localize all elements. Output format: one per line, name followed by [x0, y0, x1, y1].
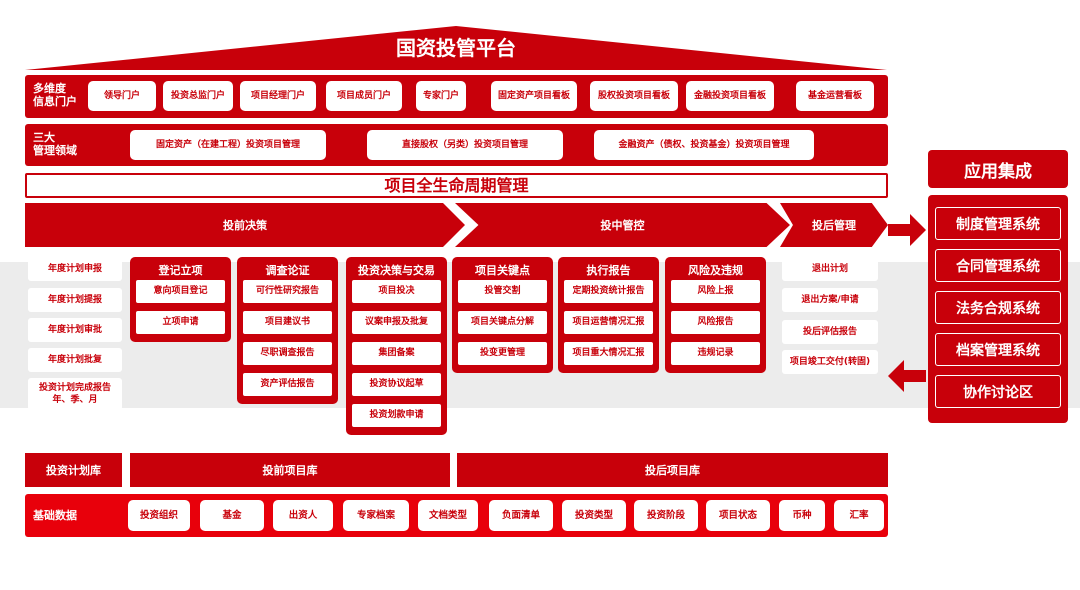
column-1: 登记立项意向项目登记立项申请 — [130, 257, 231, 342]
base-item[interactable]: 投资组织 — [128, 500, 190, 531]
column-item[interactable]: 尽职调查报告 — [243, 342, 332, 365]
app-item[interactable]: 档案管理系统 — [935, 333, 1061, 366]
column-item[interactable]: 议案申报及批复 — [352, 311, 441, 334]
portal-item[interactable]: 基金运营看板 — [796, 81, 874, 111]
base-item[interactable]: 负面清单 — [489, 500, 553, 531]
domains-label: 三大 管理领域 — [33, 131, 77, 157]
portal-item[interactable]: 领导门户 — [88, 81, 156, 111]
base-item[interactable]: 汇率 — [834, 500, 884, 531]
app-item[interactable]: 合同管理系统 — [935, 249, 1061, 282]
app-item[interactable]: 制度管理系统 — [935, 207, 1061, 240]
column-3: 投资决策与交易项目投决议案申报及批复集团备案投资协议起草投资划款申请 — [346, 257, 447, 435]
phase-pre: 投前决策 — [25, 203, 465, 247]
column-item[interactable]: 风险上报 — [671, 280, 760, 303]
column-item[interactable]: 集团备案 — [352, 342, 441, 365]
plan-item[interactable]: 年度计划申报 — [28, 257, 122, 281]
base-label: 基础数据 — [33, 509, 77, 522]
column-item[interactable]: 违规记录 — [671, 342, 760, 365]
lifecycle-banner: 项目全生命周期管理 — [25, 173, 888, 198]
post-item[interactable]: 项目竣工交付(转固) — [782, 350, 878, 374]
base-item[interactable]: 币种 — [779, 500, 825, 531]
portal-item[interactable]: 固定资产项目看板 — [491, 81, 577, 111]
library-pre: 投前项目库 — [130, 453, 450, 487]
base-item[interactable]: 项目状态 — [706, 500, 770, 531]
apps-title: 应用集成 — [928, 150, 1068, 188]
column-5: 执行报告定期投资统计报告项目运营情况汇报项目重大情况汇报 — [558, 257, 659, 373]
portal-item[interactable]: 金融投资项目看板 — [686, 81, 774, 111]
portal-item[interactable]: 项目经理门户 — [240, 81, 316, 111]
column-4: 项目关键点投管交割项目关键点分解投变更管理 — [452, 257, 553, 373]
column-item[interactable]: 投资协议起草 — [352, 373, 441, 396]
base-item[interactable]: 专家档案 — [343, 500, 409, 531]
column-title: 项目关键点 — [475, 264, 530, 277]
app-item[interactable]: 协作讨论区 — [935, 375, 1061, 408]
column-title: 执行报告 — [586, 264, 631, 277]
base-item[interactable]: 出资人 — [273, 500, 333, 531]
plan-item[interactable]: 年度计划审批 — [28, 318, 122, 342]
plan-item[interactable]: 年度计划批复 — [28, 348, 122, 372]
column-title: 登记立项 — [158, 264, 203, 277]
column-item[interactable]: 投资划款申请 — [352, 404, 441, 427]
portal-item[interactable]: 专家门户 — [416, 81, 466, 111]
post-item[interactable]: 投后评估报告 — [782, 320, 878, 344]
base-item[interactable]: 文档类型 — [418, 500, 478, 531]
column-item[interactable]: 投变更管理 — [458, 342, 547, 365]
column-item[interactable]: 可行性研究报告 — [243, 280, 332, 303]
roof — [25, 26, 887, 70]
column-item[interactable]: 资产评估报告 — [243, 373, 332, 396]
portal-item[interactable]: 股权投资项目看板 — [590, 81, 678, 111]
post-item[interactable]: 退出方案/申请 — [782, 288, 878, 312]
column-title: 风险及违规 — [688, 264, 743, 277]
column-2: 调查论证可行性研究报告项目建议书尽职调查报告资产评估报告 — [237, 257, 338, 404]
plan-item[interactable]: 投资计划完成报告 年、季、月 — [28, 378, 122, 410]
arrow-right-icon — [888, 214, 926, 246]
column-item[interactable]: 项目关键点分解 — [458, 311, 547, 334]
base-item[interactable]: 基金 — [200, 500, 264, 531]
base-item[interactable]: 投资阶段 — [634, 500, 698, 531]
phase-mid: 投中管控 — [455, 203, 790, 247]
base-item[interactable]: 投资类型 — [562, 500, 626, 531]
column-item[interactable]: 项目投决 — [352, 280, 441, 303]
plan-item[interactable]: 年度计划提报 — [28, 288, 122, 312]
column-item[interactable]: 立项申请 — [136, 311, 225, 334]
portal-item[interactable]: 项目成员门户 — [326, 81, 402, 111]
column-item[interactable]: 意向项目登记 — [136, 280, 225, 303]
library-plan: 投资计划库 — [25, 453, 122, 487]
app-item[interactable]: 法务合规系统 — [935, 291, 1061, 324]
domain-item[interactable]: 直接股权（另类）投资项目管理 — [367, 130, 563, 160]
column-item[interactable]: 定期投资统计报告 — [564, 280, 653, 303]
library-post: 投后项目库 — [457, 453, 888, 487]
column-item[interactable]: 风险报告 — [671, 311, 760, 334]
post-item[interactable]: 退出计划 — [782, 257, 878, 281]
portal-item[interactable]: 投资总监门户 — [163, 81, 233, 111]
column-item[interactable]: 项目运营情况汇报 — [564, 311, 653, 334]
column-item[interactable]: 项目重大情况汇报 — [564, 342, 653, 365]
domain-item[interactable]: 金融资产（债权、投资基金）投资项目管理 — [594, 130, 814, 160]
column-title: 调查论证 — [265, 264, 310, 277]
platform-title: 国资投管平台 — [396, 36, 516, 60]
column-title: 投资决策与交易 — [358, 264, 435, 277]
phase-post: 投后管理 — [780, 203, 888, 247]
domain-item[interactable]: 固定资产（在建工程）投资项目管理 — [130, 130, 326, 160]
column-item[interactable]: 项目建议书 — [243, 311, 332, 334]
portal-label: 多维度 信息门户 — [33, 82, 77, 108]
arrow-left-icon — [888, 360, 926, 392]
column-6: 风险及违规风险上报风险报告违规记录 — [665, 257, 766, 373]
column-item[interactable]: 投管交割 — [458, 280, 547, 303]
